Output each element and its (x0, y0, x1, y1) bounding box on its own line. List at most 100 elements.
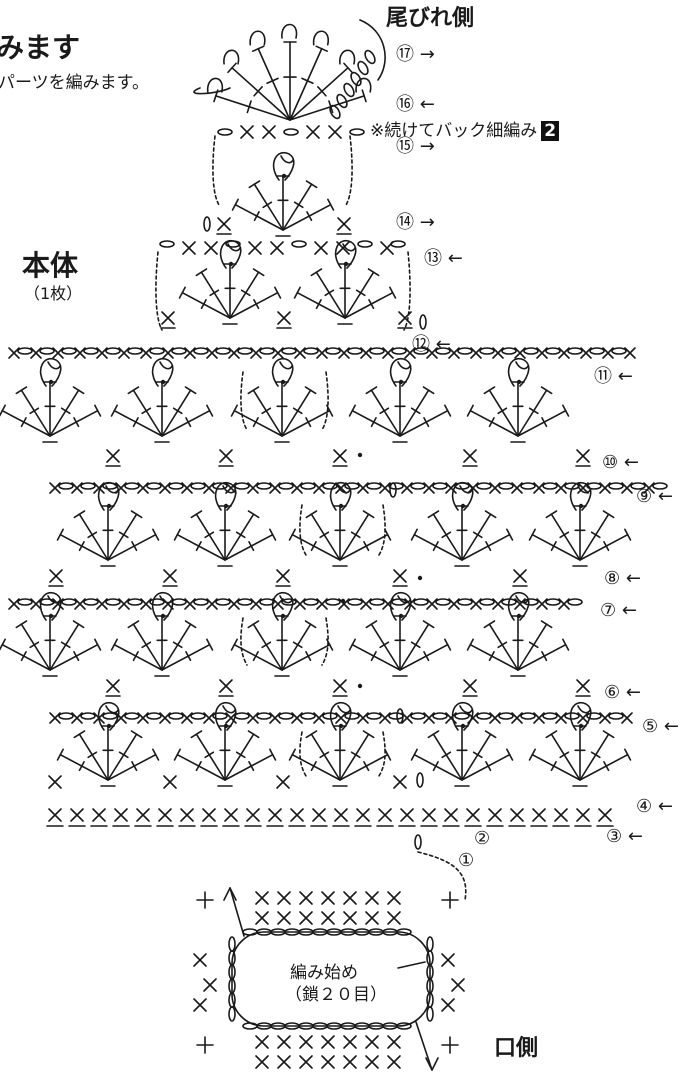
single-crochet-mark (182, 483, 192, 493)
chain-mark (191, 483, 205, 489)
treble-stitch-top (366, 621, 376, 627)
chain-mark (257, 713, 271, 719)
treble-stitch-top (248, 621, 258, 627)
single-crochet-mark (159, 809, 171, 821)
single-crochet-mark (278, 892, 290, 904)
chain-mark (125, 483, 139, 489)
single-crochet-mark (336, 713, 346, 723)
treble-stitch-bar (498, 408, 506, 413)
single-crochet-mark (427, 599, 437, 609)
row-number: ④ (636, 796, 652, 817)
chain-mark (147, 483, 161, 489)
single-crochet-mark (366, 1036, 378, 1048)
treble-stitch-top (270, 749, 276, 760)
single-crochet-mark (424, 483, 434, 493)
single-crochet-mark (537, 348, 547, 358)
treble-stitch-bar (174, 642, 182, 647)
treble-stitch-top (0, 639, 5, 650)
single-crochet-mark (248, 713, 258, 723)
treble-stitch-bar (442, 752, 450, 757)
chain-mark (612, 348, 626, 354)
treble-stitch-top (369, 269, 379, 275)
single-crochet-mark (622, 713, 632, 723)
treble-stitch-top (484, 387, 494, 393)
row-arrow: → (420, 44, 435, 65)
chain-mark (502, 348, 516, 354)
single-crochet-mark (256, 1036, 268, 1048)
single-crochet-mark (31, 599, 41, 609)
picot-fold (106, 706, 118, 713)
treble-stitch-top (74, 511, 84, 517)
direction-arrow (360, 20, 385, 80)
treble-stitch-top (350, 405, 356, 416)
picot-fold (223, 706, 235, 713)
chain-mark (358, 241, 372, 247)
row-arrow: ← (622, 600, 637, 621)
chain-mark (172, 599, 186, 605)
slip-stitch-mark (49, 380, 53, 384)
chain-mark (218, 129, 232, 135)
chain-mark (370, 348, 384, 354)
treble-stitch-top (530, 749, 536, 760)
treble-stitch-bar (237, 752, 245, 757)
single-crochet-mark (344, 1036, 356, 1048)
single-crochet-mark (248, 483, 258, 493)
chain-mark (415, 835, 421, 849)
treble-stitch-top (275, 287, 281, 298)
treble-stitch-top (180, 287, 186, 298)
treble-stitch-bar (352, 752, 360, 757)
row-number: ② (474, 828, 490, 849)
single-crochet-mark (273, 599, 283, 609)
row-arrow: ← (624, 452, 639, 473)
single-crochet-mark (300, 1056, 312, 1068)
treble-stitch-bar (88, 532, 96, 537)
single-crochet-mark (559, 599, 569, 609)
row-arrow: ← (628, 826, 643, 847)
single-crochet-mark (9, 599, 19, 609)
dashed-guide (322, 372, 328, 430)
row-label-14: ⑭ → (396, 208, 435, 234)
row-number: ① (458, 850, 474, 871)
single-crochet-mark (464, 680, 476, 692)
treble-stitch-top (542, 387, 552, 393)
single-crochet-mark (163, 348, 173, 358)
treble-stitch-top (232, 405, 238, 416)
single-crochet-mark (317, 599, 327, 609)
single-crochet-mark (183, 242, 195, 254)
treble-stitch-top (507, 529, 513, 540)
single-crochet-mark (577, 680, 589, 692)
single-crochet-mark (269, 809, 281, 821)
treble-stitch-top (445, 405, 451, 416)
treble-stitch-top (16, 621, 26, 627)
single-crochet-mark (317, 348, 327, 358)
single-crochet-mark (263, 126, 275, 138)
dashed-guide (300, 732, 306, 776)
chain-mark (350, 129, 364, 135)
single-crochet-mark (490, 713, 500, 723)
treble-stitch-top (132, 731, 142, 737)
note-badge: 2 (541, 121, 559, 141)
single-crochet-mark (622, 483, 632, 493)
treble-stitch-bar (174, 408, 182, 413)
single-crochet-mark (467, 809, 479, 821)
tail-treble-mark (290, 49, 322, 120)
single-crochet-mark (358, 713, 368, 723)
treble-stitch-top (364, 731, 374, 737)
single-crochet-mark (300, 892, 312, 904)
slip-stitch-mark (461, 504, 465, 508)
slip-stitch-mark (341, 599, 345, 603)
treble-stitch-top (207, 639, 213, 650)
treble-stitch-top (306, 511, 316, 517)
treble-stitch-top (16, 387, 26, 393)
single-crochet-mark (160, 713, 170, 723)
chain-mark (62, 599, 76, 605)
plus-stitch-mark (442, 892, 458, 908)
row-arrow: ← (658, 486, 673, 507)
picot-fold (48, 362, 60, 369)
treble-stitch-bar (142, 642, 150, 647)
single-crochet-mark (97, 599, 107, 609)
row-label-16: ⑯ ← (396, 90, 435, 116)
single-crochet-mark (194, 954, 206, 966)
chain-mark (521, 483, 535, 489)
chain-mark (546, 348, 560, 354)
